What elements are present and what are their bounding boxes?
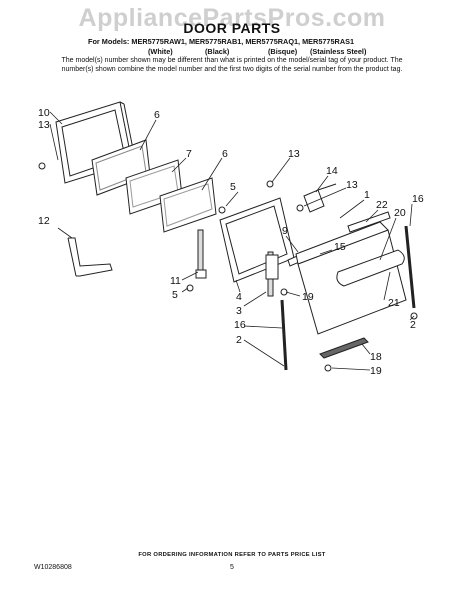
callout-20: 20 bbox=[394, 207, 406, 219]
callout-18: 18 bbox=[370, 351, 382, 363]
callout-2: 2 bbox=[236, 334, 242, 346]
glass-panel-lower bbox=[159, 177, 217, 233]
callout-12: 12 bbox=[38, 215, 50, 227]
color-white: (White) bbox=[148, 47, 173, 56]
ordering-info: FOR ORDERING INFORMATION REFER TO PARTS … bbox=[138, 552, 326, 558]
callout-22: 22 bbox=[376, 199, 388, 211]
callout-21: 21 bbox=[388, 297, 400, 309]
color-black: (Black) bbox=[205, 47, 230, 56]
inner-door-panel bbox=[219, 197, 295, 283]
models-line: For Models: MER5775RAW1, MER5775RAB1, ME… bbox=[88, 37, 355, 46]
callout-5: 5 bbox=[172, 289, 178, 301]
callout-7: 7 bbox=[186, 148, 192, 160]
callout-19: 19 bbox=[370, 365, 382, 377]
door-handle bbox=[336, 249, 405, 287]
callout-13: 13 bbox=[38, 119, 50, 131]
callout-16: 16 bbox=[412, 193, 424, 205]
callout-19: 19 bbox=[302, 291, 314, 303]
page-number: 5 bbox=[230, 564, 234, 571]
callout-16: 16 bbox=[234, 319, 246, 331]
callout-14: 14 bbox=[326, 165, 338, 177]
callout-3: 3 bbox=[236, 305, 242, 317]
callout-1: 1 bbox=[364, 189, 370, 201]
callout-9: 9 bbox=[282, 225, 288, 237]
callout-5: 5 bbox=[230, 181, 236, 193]
callout-6: 6 bbox=[222, 148, 228, 160]
door-bottom-trim bbox=[67, 237, 113, 277]
color-stainless: (Stainless Steel) bbox=[310, 47, 367, 56]
callout-13: 13 bbox=[288, 148, 300, 160]
model-note: The model(s) number shown may be differe… bbox=[61, 57, 403, 73]
callout-4: 4 bbox=[236, 291, 242, 303]
watermark: AppliancePartsPros.com bbox=[78, 4, 386, 32]
callout-6: 6 bbox=[154, 109, 160, 121]
color-bisque: (Bisque) bbox=[268, 47, 298, 56]
callout-2: 2 bbox=[410, 319, 416, 331]
page-title: DOOR PARTS bbox=[183, 20, 281, 36]
callout-11: 11 bbox=[170, 275, 181, 287]
callout-13: 13 bbox=[346, 179, 358, 191]
callout-10: 10 bbox=[38, 107, 50, 119]
document-code: W10286808 bbox=[34, 564, 72, 571]
callout-15: 15 bbox=[334, 241, 346, 253]
